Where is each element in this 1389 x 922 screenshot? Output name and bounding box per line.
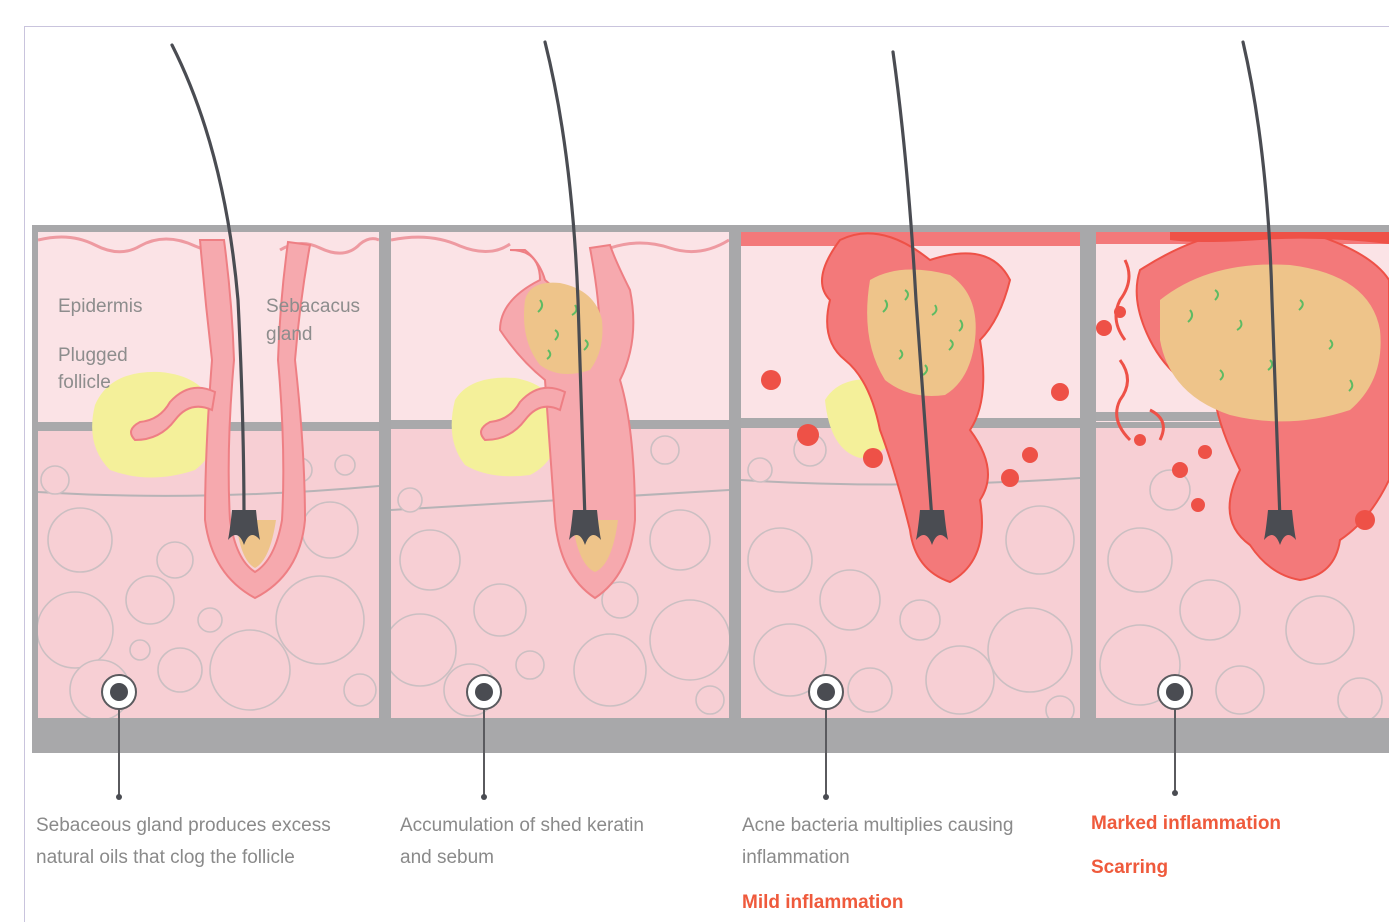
stage-1-caption-line-1: Sebaceous gland produces excess bbox=[36, 810, 331, 842]
label-sebaceous-line-2: gland bbox=[266, 324, 313, 345]
stage-1-caption-line-2: natural oils that clog the follicle bbox=[36, 842, 295, 874]
marker-dot bbox=[110, 683, 128, 701]
stage-3-panel bbox=[741, 232, 1080, 724]
stage-2-panel bbox=[384, 232, 730, 718]
marker-dot bbox=[1166, 683, 1184, 701]
scar-surface bbox=[1170, 182, 1389, 244]
marker-end bbox=[1172, 790, 1178, 796]
marker-dot bbox=[817, 683, 835, 701]
stage-3-caption-line-1: Acne bacteria multiplies causing bbox=[742, 810, 1013, 842]
marker-end bbox=[116, 794, 122, 800]
label-plugged-line-2: follicle bbox=[58, 372, 111, 393]
stage-4-alert-marked-inflammation: Marked inflammation bbox=[1091, 808, 1281, 840]
stage-4-alert-scarring: Scarring bbox=[1091, 852, 1168, 884]
label-epidermis: Epidermis bbox=[58, 296, 142, 317]
stage-3-caption-line-2: inflammation bbox=[742, 842, 850, 874]
label-sebaceous-line-1: Sebacacus bbox=[266, 296, 360, 317]
stage-3-alert-mild-inflammation: Mild inflammation bbox=[742, 887, 904, 919]
stage-2-caption-line-1: Accumulation of shed keratin bbox=[400, 810, 644, 842]
label-plugged-line-1: Plugged bbox=[58, 345, 128, 366]
stage-4-panel bbox=[1096, 182, 1389, 722]
marker-dot bbox=[475, 683, 493, 701]
marker-end bbox=[481, 794, 487, 800]
marker-end bbox=[823, 794, 829, 800]
stage-2-caption-line-2: and sebum bbox=[400, 842, 494, 874]
